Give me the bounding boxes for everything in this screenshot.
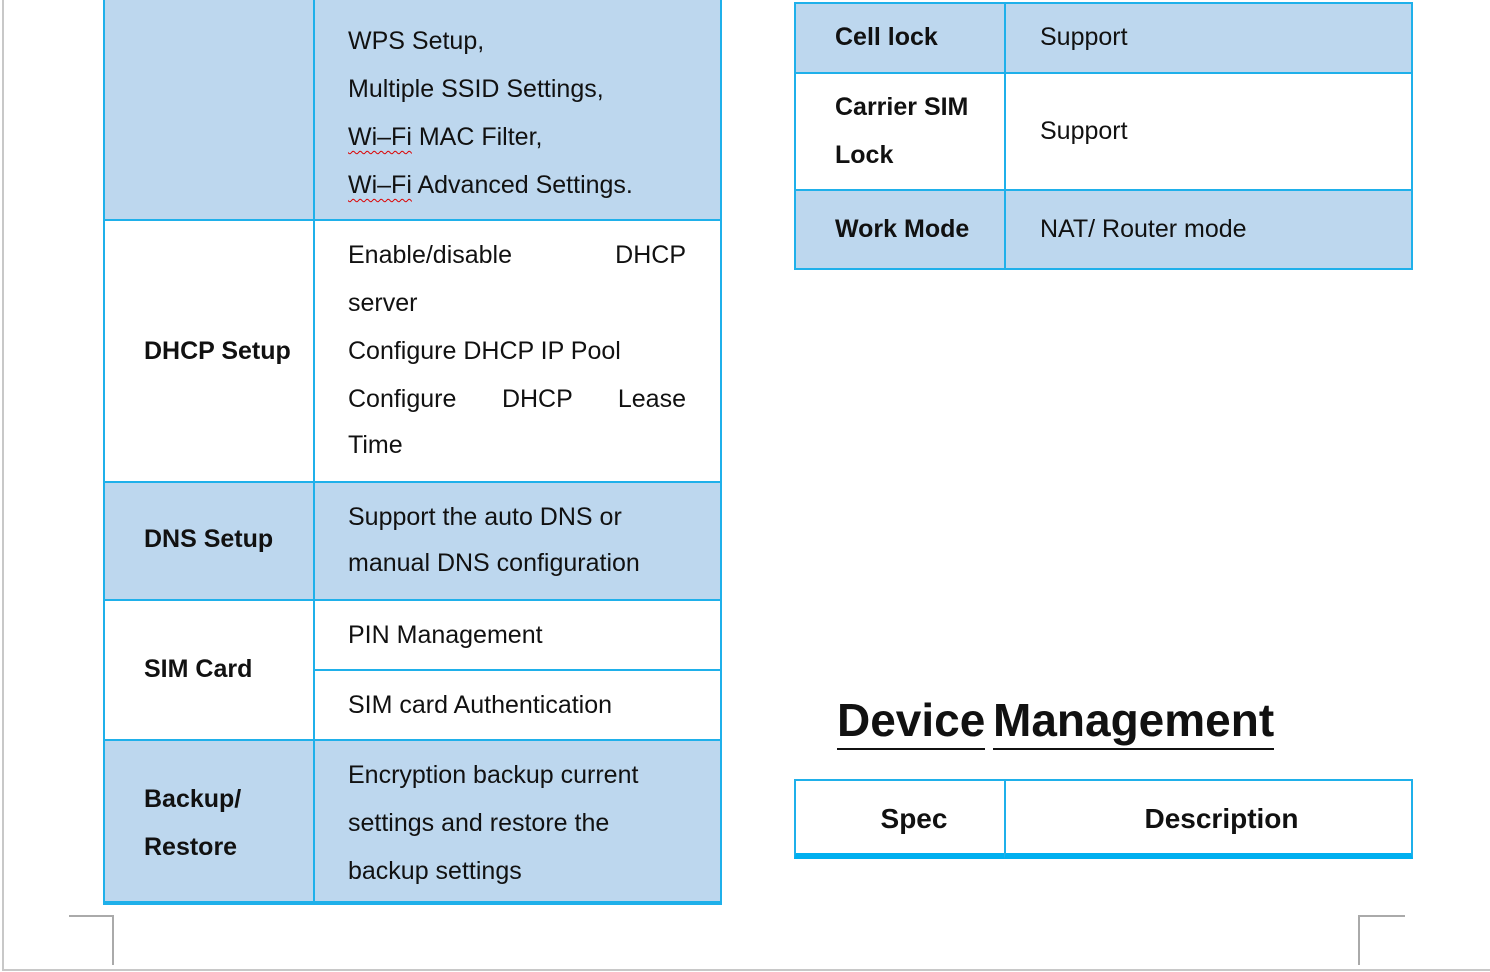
table-cell — [313, 739, 722, 905]
spec-label: Cell lock — [835, 23, 938, 51]
header-spec: Spec — [880, 803, 948, 834]
table-cell — [1004, 189, 1413, 270]
spec-label: DNS Setup — [144, 525, 274, 553]
spec-label: Lock — [835, 141, 894, 169]
table-cell — [313, 0, 722, 221]
cell-line: Wi–Fi Advanced Settings. — [348, 171, 633, 199]
spec-label: DHCP Setup — [144, 337, 291, 365]
cell-line: Multiple SSID Settings, — [348, 75, 604, 103]
header-description: Description — [1144, 803, 1299, 834]
table-cell — [313, 481, 722, 601]
cell-line: Support — [1040, 117, 1128, 145]
cell-line: server — [348, 289, 418, 317]
table-cell — [103, 481, 315, 601]
cell-line: NAT/ Router mode — [1040, 215, 1247, 243]
spec-label: Carrier SIM — [835, 93, 969, 121]
section-heading-word: Device — [837, 692, 986, 750]
cell-line: PIN Management — [348, 621, 543, 649]
cell-line: manual DNS configuration — [348, 549, 640, 577]
spec-label: SIM Card — [144, 655, 253, 683]
cell-line: Time — [348, 431, 403, 459]
spec-label: Work Mode — [835, 215, 970, 243]
cell-line: settings and restore the — [348, 809, 610, 837]
cell-line: WPS Setup, — [348, 27, 485, 55]
section-heading-word: Management — [993, 692, 1275, 750]
table-cell — [1004, 2, 1413, 74]
table-cell — [103, 0, 315, 221]
cell-line: Encryption backup current — [348, 761, 639, 789]
cell-line: backup settings — [348, 857, 522, 885]
cell-line: Support the auto DNS or — [348, 503, 622, 531]
table-cell — [103, 739, 315, 905]
spec-label: Backup/ — [144, 785, 242, 813]
cell-line: Enable/disable DHCP — [348, 241, 686, 269]
cell-line: SIM card Authentication — [348, 691, 613, 719]
cell-line: Wi–Fi MAC Filter, — [348, 123, 543, 151]
crop-mark — [69, 915, 114, 965]
crop-mark — [1358, 915, 1405, 965]
spec-label: Restore — [144, 833, 238, 861]
cell-line: Configure DHCP IP Pool — [348, 337, 621, 365]
cell-line: Support — [1040, 23, 1128, 51]
table-header-cell — [1004, 779, 1413, 859]
cell-line: Configure DHCP Lease — [348, 385, 686, 413]
table-cell — [794, 2, 1006, 74]
